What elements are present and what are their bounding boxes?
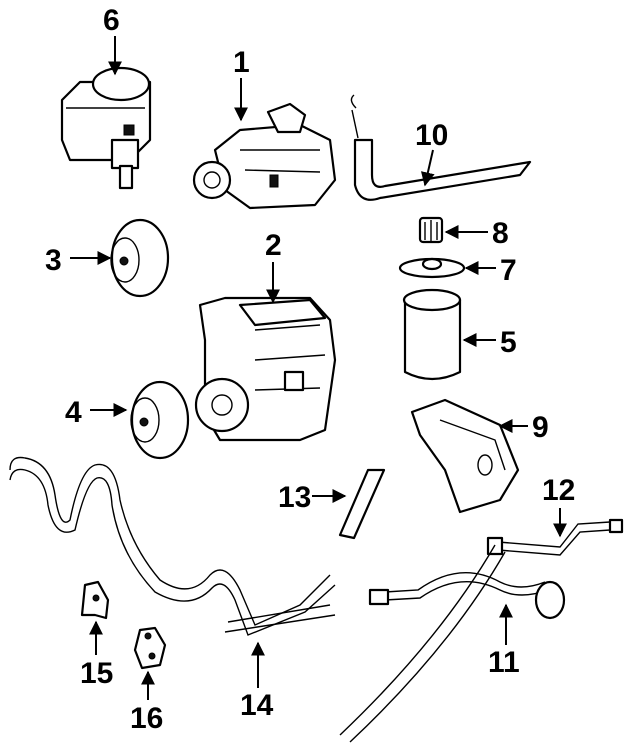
washer-drawing (398, 257, 466, 279)
callout-3: 3 (45, 244, 62, 277)
clip-drawing (133, 626, 167, 670)
callout-12: 12 (542, 474, 575, 507)
callout-15: 15 (80, 657, 113, 690)
reservoir-drawing (60, 66, 152, 190)
pump-drawing (192, 102, 337, 210)
callout-10-arrow (420, 149, 435, 187)
hose-segment-drawing (338, 468, 386, 540)
callout-1: 1 (233, 46, 250, 79)
callout-11: 11 (488, 646, 520, 679)
callout-13: 13 (278, 481, 311, 514)
bracket-drawing (410, 398, 520, 514)
hose-assembly-drawing (339, 544, 566, 743)
callout-16: 16 (130, 702, 163, 735)
return-hose-drawing (350, 94, 532, 201)
pulley-drawing (130, 380, 190, 460)
callout-7: 7 (500, 254, 517, 287)
callout-14: 14 (240, 689, 274, 722)
callout-8: 8 (492, 217, 509, 250)
callout-5: 5 (500, 326, 517, 359)
filter-drawing (402, 288, 462, 381)
clamp-drawing (80, 580, 110, 620)
nut-drawing (418, 216, 444, 244)
callout-2: 2 (265, 229, 282, 262)
callout-4: 4 (65, 396, 82, 429)
callout-10: 10 (415, 119, 448, 152)
pulley-drawing (110, 218, 170, 298)
pressure-hose-drawing (486, 518, 624, 556)
pump-assembly-drawing (194, 296, 337, 442)
callout-9: 9 (532, 411, 549, 444)
callout-6: 6 (103, 4, 120, 37)
cooler-tube-drawing (9, 456, 336, 636)
